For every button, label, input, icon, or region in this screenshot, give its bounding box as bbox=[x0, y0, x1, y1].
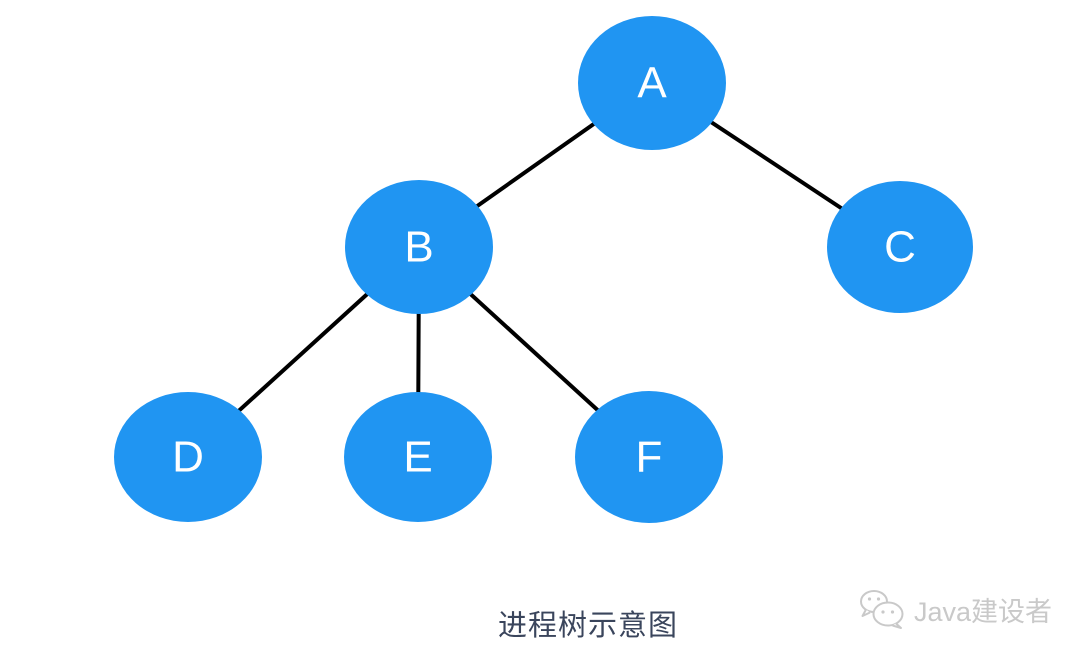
node-e: E bbox=[344, 392, 492, 522]
node-f-shape bbox=[575, 391, 723, 523]
node-b-label: B bbox=[404, 223, 433, 272]
wechat-icon bbox=[860, 590, 904, 629]
watermark-text: Java建设者 bbox=[914, 596, 1053, 627]
node-d-shape bbox=[114, 392, 262, 522]
diagram-caption: 进程树示意图 bbox=[497, 610, 679, 642]
node-d-label: D bbox=[172, 433, 204, 482]
node-e-label: E bbox=[403, 433, 432, 482]
node-a-label: A bbox=[637, 59, 667, 108]
edges bbox=[186, 81, 902, 459]
node-a-shape bbox=[578, 16, 726, 150]
node-d: D bbox=[114, 392, 262, 522]
node-a: A bbox=[578, 16, 726, 150]
node-f: F bbox=[575, 391, 723, 523]
node-c-shape bbox=[827, 181, 973, 313]
watermark: Java建设者 bbox=[857, 588, 1052, 630]
node-f-label: F bbox=[636, 433, 663, 482]
node-e-shape bbox=[344, 392, 492, 522]
node-b: B bbox=[345, 180, 493, 314]
node-c-label: C bbox=[884, 223, 916, 272]
node-c: C bbox=[827, 181, 973, 313]
node-b-shape bbox=[345, 180, 493, 314]
